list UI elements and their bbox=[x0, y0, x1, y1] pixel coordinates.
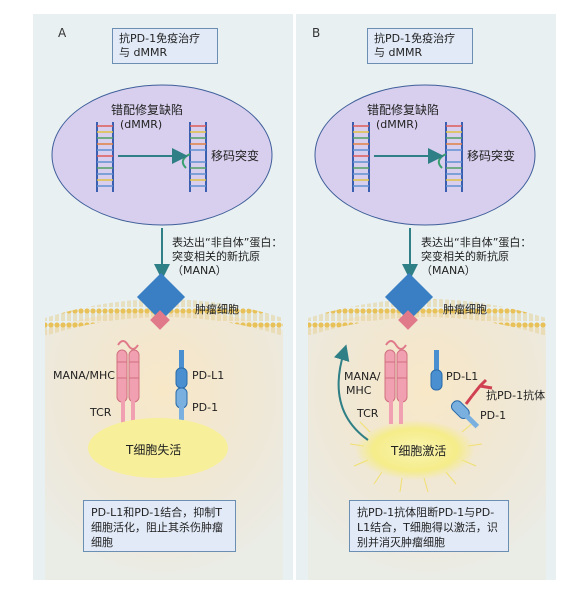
panel-a-expression-3: （MANA） bbox=[172, 264, 227, 277]
panel-a-tcell-label: T细胞失活 bbox=[126, 443, 182, 457]
panel-b-tcell-label: T细胞激活 bbox=[391, 444, 447, 458]
panel-a-summary-box: PD-L1和PD-1结合，抑制T细胞活化，阻止其杀伤肿瘤细胞 bbox=[83, 500, 236, 552]
panel-a-dmmr-label: 错配修复缺陷 bbox=[111, 103, 184, 117]
tcell-b bbox=[355, 420, 475, 480]
panel-a-tumor-cell: 肿瘤细胞 bbox=[195, 303, 239, 316]
panel-a-pd1: PD-1 bbox=[192, 401, 219, 414]
panel-b-tcr: TCR bbox=[357, 407, 379, 420]
panel-b-summary-box: 抗PD-1抗体阻断PD-1与PD-L1结合，T细胞得以激活，识别并消灭肿瘤细胞 bbox=[349, 500, 509, 552]
panel-b-title-line-1: 抗PD-1免疫治疗 bbox=[374, 32, 456, 45]
panel-a-pdl1: PD-L1 bbox=[192, 369, 225, 382]
dna-right-a bbox=[181, 122, 207, 192]
panel-b-dmmr-label: 错配修复缺陷 bbox=[367, 103, 440, 117]
membrane-b bbox=[308, 299, 546, 336]
panel-b-expression-2: 突变相关的新抗原 bbox=[421, 250, 509, 263]
panel-b-tumor-cell: 肿瘤细胞 bbox=[443, 303, 487, 316]
antibody-b bbox=[464, 378, 493, 405]
membrane-a bbox=[45, 299, 283, 336]
panel-a-expression-1: 表达出“非自体”蛋白： bbox=[172, 236, 283, 249]
panel-a-graphics bbox=[45, 84, 283, 580]
panel-b-expression-3: （MANA） bbox=[421, 264, 476, 277]
panel-a-title-box: 抗PD-1免疫治疗 与 dMMR bbox=[112, 28, 218, 64]
dna-left-b bbox=[352, 122, 370, 192]
panel-a-mana-mhc: MANA/MHC bbox=[53, 369, 115, 382]
tumor-diamond-a bbox=[136, 272, 186, 322]
tcr-a bbox=[116, 340, 140, 424]
panel-a-expression-2: 突变相关的新抗原 bbox=[172, 250, 260, 263]
tcr-b bbox=[384, 340, 408, 424]
panel-a-letter: A bbox=[58, 26, 67, 40]
panel-b-pd1: PD-1 bbox=[480, 409, 507, 422]
pd1-b bbox=[450, 400, 480, 429]
attack-arrow-b bbox=[333, 344, 369, 441]
panel-b-frameshift: 移码突变 bbox=[467, 149, 516, 163]
panel-b-dmmr-abbr: (dMMR) bbox=[376, 118, 419, 131]
tcell-a bbox=[88, 418, 228, 478]
panel-b-mana-mhc-2: MHC bbox=[346, 384, 372, 397]
mana-square-a bbox=[150, 310, 170, 330]
panel-b-title-box: 抗PD-1免疫治疗 与 dMMR bbox=[367, 28, 473, 64]
panel-b-title-line-2: 与 dMMR bbox=[374, 46, 423, 59]
panel-b-expression-1: 表达出“非自体”蛋白： bbox=[421, 236, 532, 249]
tumor-diamond-b bbox=[384, 272, 434, 322]
panel-b-mana-mhc-1: MANA/ bbox=[344, 370, 381, 383]
mana-square-b bbox=[398, 310, 418, 330]
pdl1-b bbox=[430, 350, 443, 391]
panel-b-pdl1: PD-L1 bbox=[446, 370, 479, 383]
panel-a-tcr: TCR bbox=[90, 406, 112, 419]
panel-a-title-line-2: 与 dMMR bbox=[119, 46, 168, 59]
pd1-a bbox=[175, 387, 188, 424]
panel-a-dmmr-abbr: (dMMR) bbox=[120, 118, 163, 131]
panel-a-frameshift: 移码突变 bbox=[211, 149, 260, 163]
dna-left-a bbox=[96, 122, 114, 192]
panel-b-letter: B bbox=[312, 26, 321, 40]
panel-a-title-line-1: 抗PD-1免疫治疗 bbox=[119, 32, 201, 45]
panel-b-antibody: 抗PD-1抗体 bbox=[486, 389, 546, 402]
